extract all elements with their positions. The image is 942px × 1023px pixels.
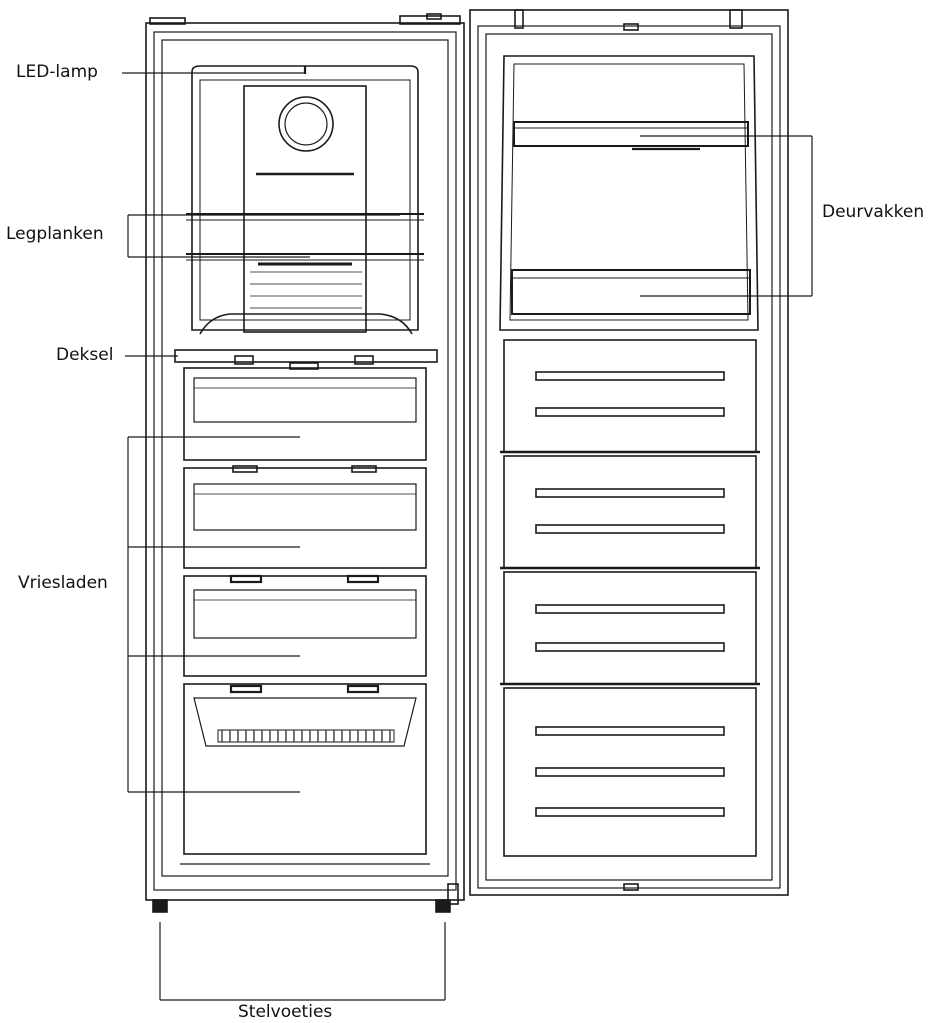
- door-shelf-lower: [511, 269, 751, 315]
- freezer-drawer-4: [183, 683, 427, 855]
- label-cover: Deksel: [56, 345, 114, 365]
- door-shelf-upper: [513, 121, 749, 151]
- label-shelves: Legplanken: [6, 224, 104, 244]
- cover-lid: [174, 349, 438, 363]
- callout-feet: [159, 922, 446, 1001]
- shelf-lower: [186, 253, 424, 261]
- cabinet: [145, 13, 465, 913]
- fan-icon: [278, 96, 334, 152]
- door-panel-2: [503, 455, 757, 569]
- door-panel-4: [503, 687, 757, 857]
- door-panel-3: [503, 571, 757, 685]
- shelf-upper: [186, 213, 424, 221]
- callout-door-shelves: [640, 135, 813, 297]
- callout-freezer-drawers: [127, 436, 300, 793]
- freezer-drawer-3: [183, 574, 427, 677]
- foot-right: [435, 899, 451, 913]
- foot-left: [152, 899, 168, 913]
- label-led-lamp: LED-lamp: [16, 62, 98, 82]
- freezer-drawer-2: [183, 465, 427, 569]
- door-panel-1: [503, 339, 757, 453]
- callouts: [122, 72, 813, 1001]
- label-feet: Stelvoeties: [238, 1002, 333, 1022]
- callout-shelves: [127, 214, 400, 258]
- label-door-shelves: Deurvakken: [822, 202, 925, 222]
- label-freezer-drawers: Vriesladen: [18, 573, 108, 593]
- freezer-drawer-1: [183, 367, 427, 461]
- door: [469, 9, 789, 896]
